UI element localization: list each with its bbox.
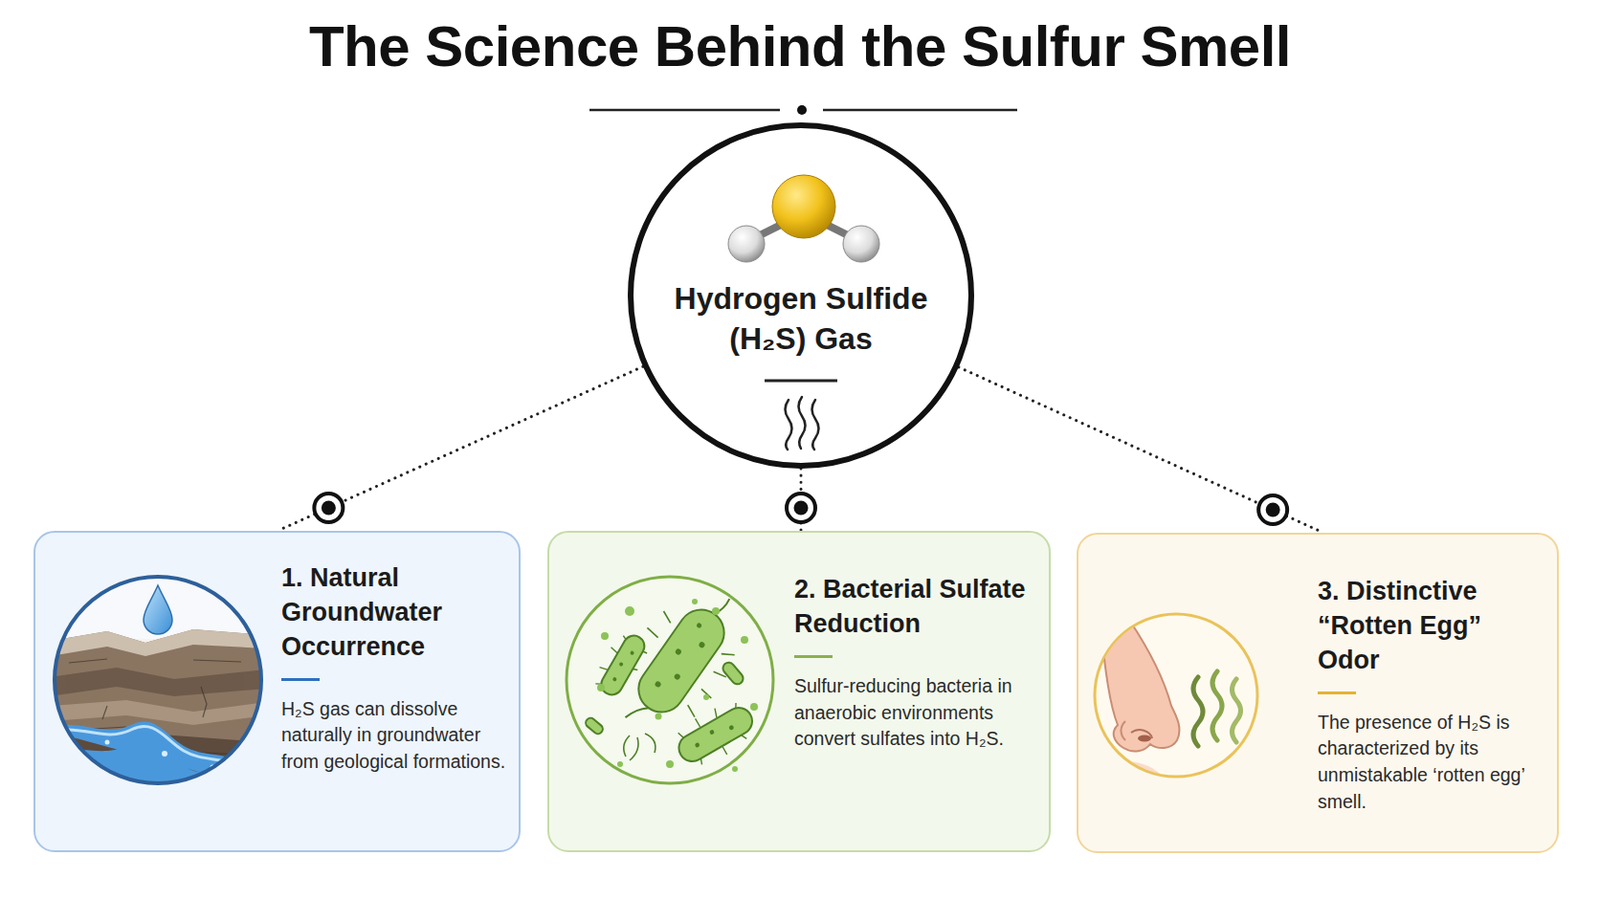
rule-line (589, 109, 780, 112)
info-card: 1. Natural Groundwater OccurrenceH₂S gas… (33, 531, 521, 853)
diagram-title: The Science Behind the Sulfur Smell (0, 13, 1600, 80)
card-heading: 1. Natural Groundwater Occurrence (281, 561, 508, 666)
h2s-molecule (728, 175, 880, 263)
accent-rule (1317, 691, 1356, 695)
accent-rule (281, 678, 320, 682)
card-heading: 2. Bacterial Sulfate Reduction (794, 573, 1034, 643)
card-body: The presence of H₂S is characterized by … (1317, 710, 1548, 817)
bacterium (590, 627, 649, 699)
nose-illustration (1090, 610, 1262, 781)
dotted-connector (958, 367, 1324, 534)
text-column: 3. Distinctive “Rotten Egg” OdorThe pres… (1317, 575, 1548, 816)
text-column: 2. Bacterial Sulfate ReductionSulfur-red… (794, 573, 1034, 754)
divider (764, 379, 838, 383)
rule-dot (797, 105, 807, 115)
target-marker (786, 493, 816, 523)
accent-rule (794, 655, 833, 659)
target-marker-dot (794, 501, 809, 516)
target-marker-dot (321, 501, 336, 516)
target-marker (313, 493, 343, 523)
target-marker (1258, 495, 1288, 525)
odor-waves (785, 397, 820, 450)
card-body: Sulfur-reducing bacteria in anaerobic en… (794, 673, 1034, 754)
bacterium (668, 693, 762, 775)
target-marker-dot (1266, 503, 1281, 518)
info-card: 3. Distinctive “Rotten Egg” OdorThe pres… (1076, 533, 1559, 854)
odor-waves (1193, 671, 1242, 747)
nose (1090, 620, 1179, 781)
info-card: 2. Bacterial Sulfate ReductionSulfur-red… (547, 531, 1051, 853)
rule-line (822, 109, 1018, 112)
card-body: H₂S gas can dissolve naturally in ground… (281, 696, 508, 777)
connector-line (277, 366, 644, 532)
center-circle: Hydrogen Sulfide (H₂S) Gas (627, 122, 975, 469)
water-drop (143, 585, 173, 635)
connector-line (958, 367, 1324, 534)
groundwater-illustration (49, 572, 267, 789)
card-heading: 3. Distinctive “Rotten Egg” Odor (1317, 575, 1548, 679)
bacteria-illustration (562, 573, 778, 788)
node-label: Hydrogen Sulfide (H₂S) Gas (671, 279, 931, 359)
dotted-connector (786, 468, 816, 532)
dotted-connector (277, 366, 644, 532)
text-column: 1. Natural Groundwater OccurrenceH₂S gas… (281, 561, 508, 777)
